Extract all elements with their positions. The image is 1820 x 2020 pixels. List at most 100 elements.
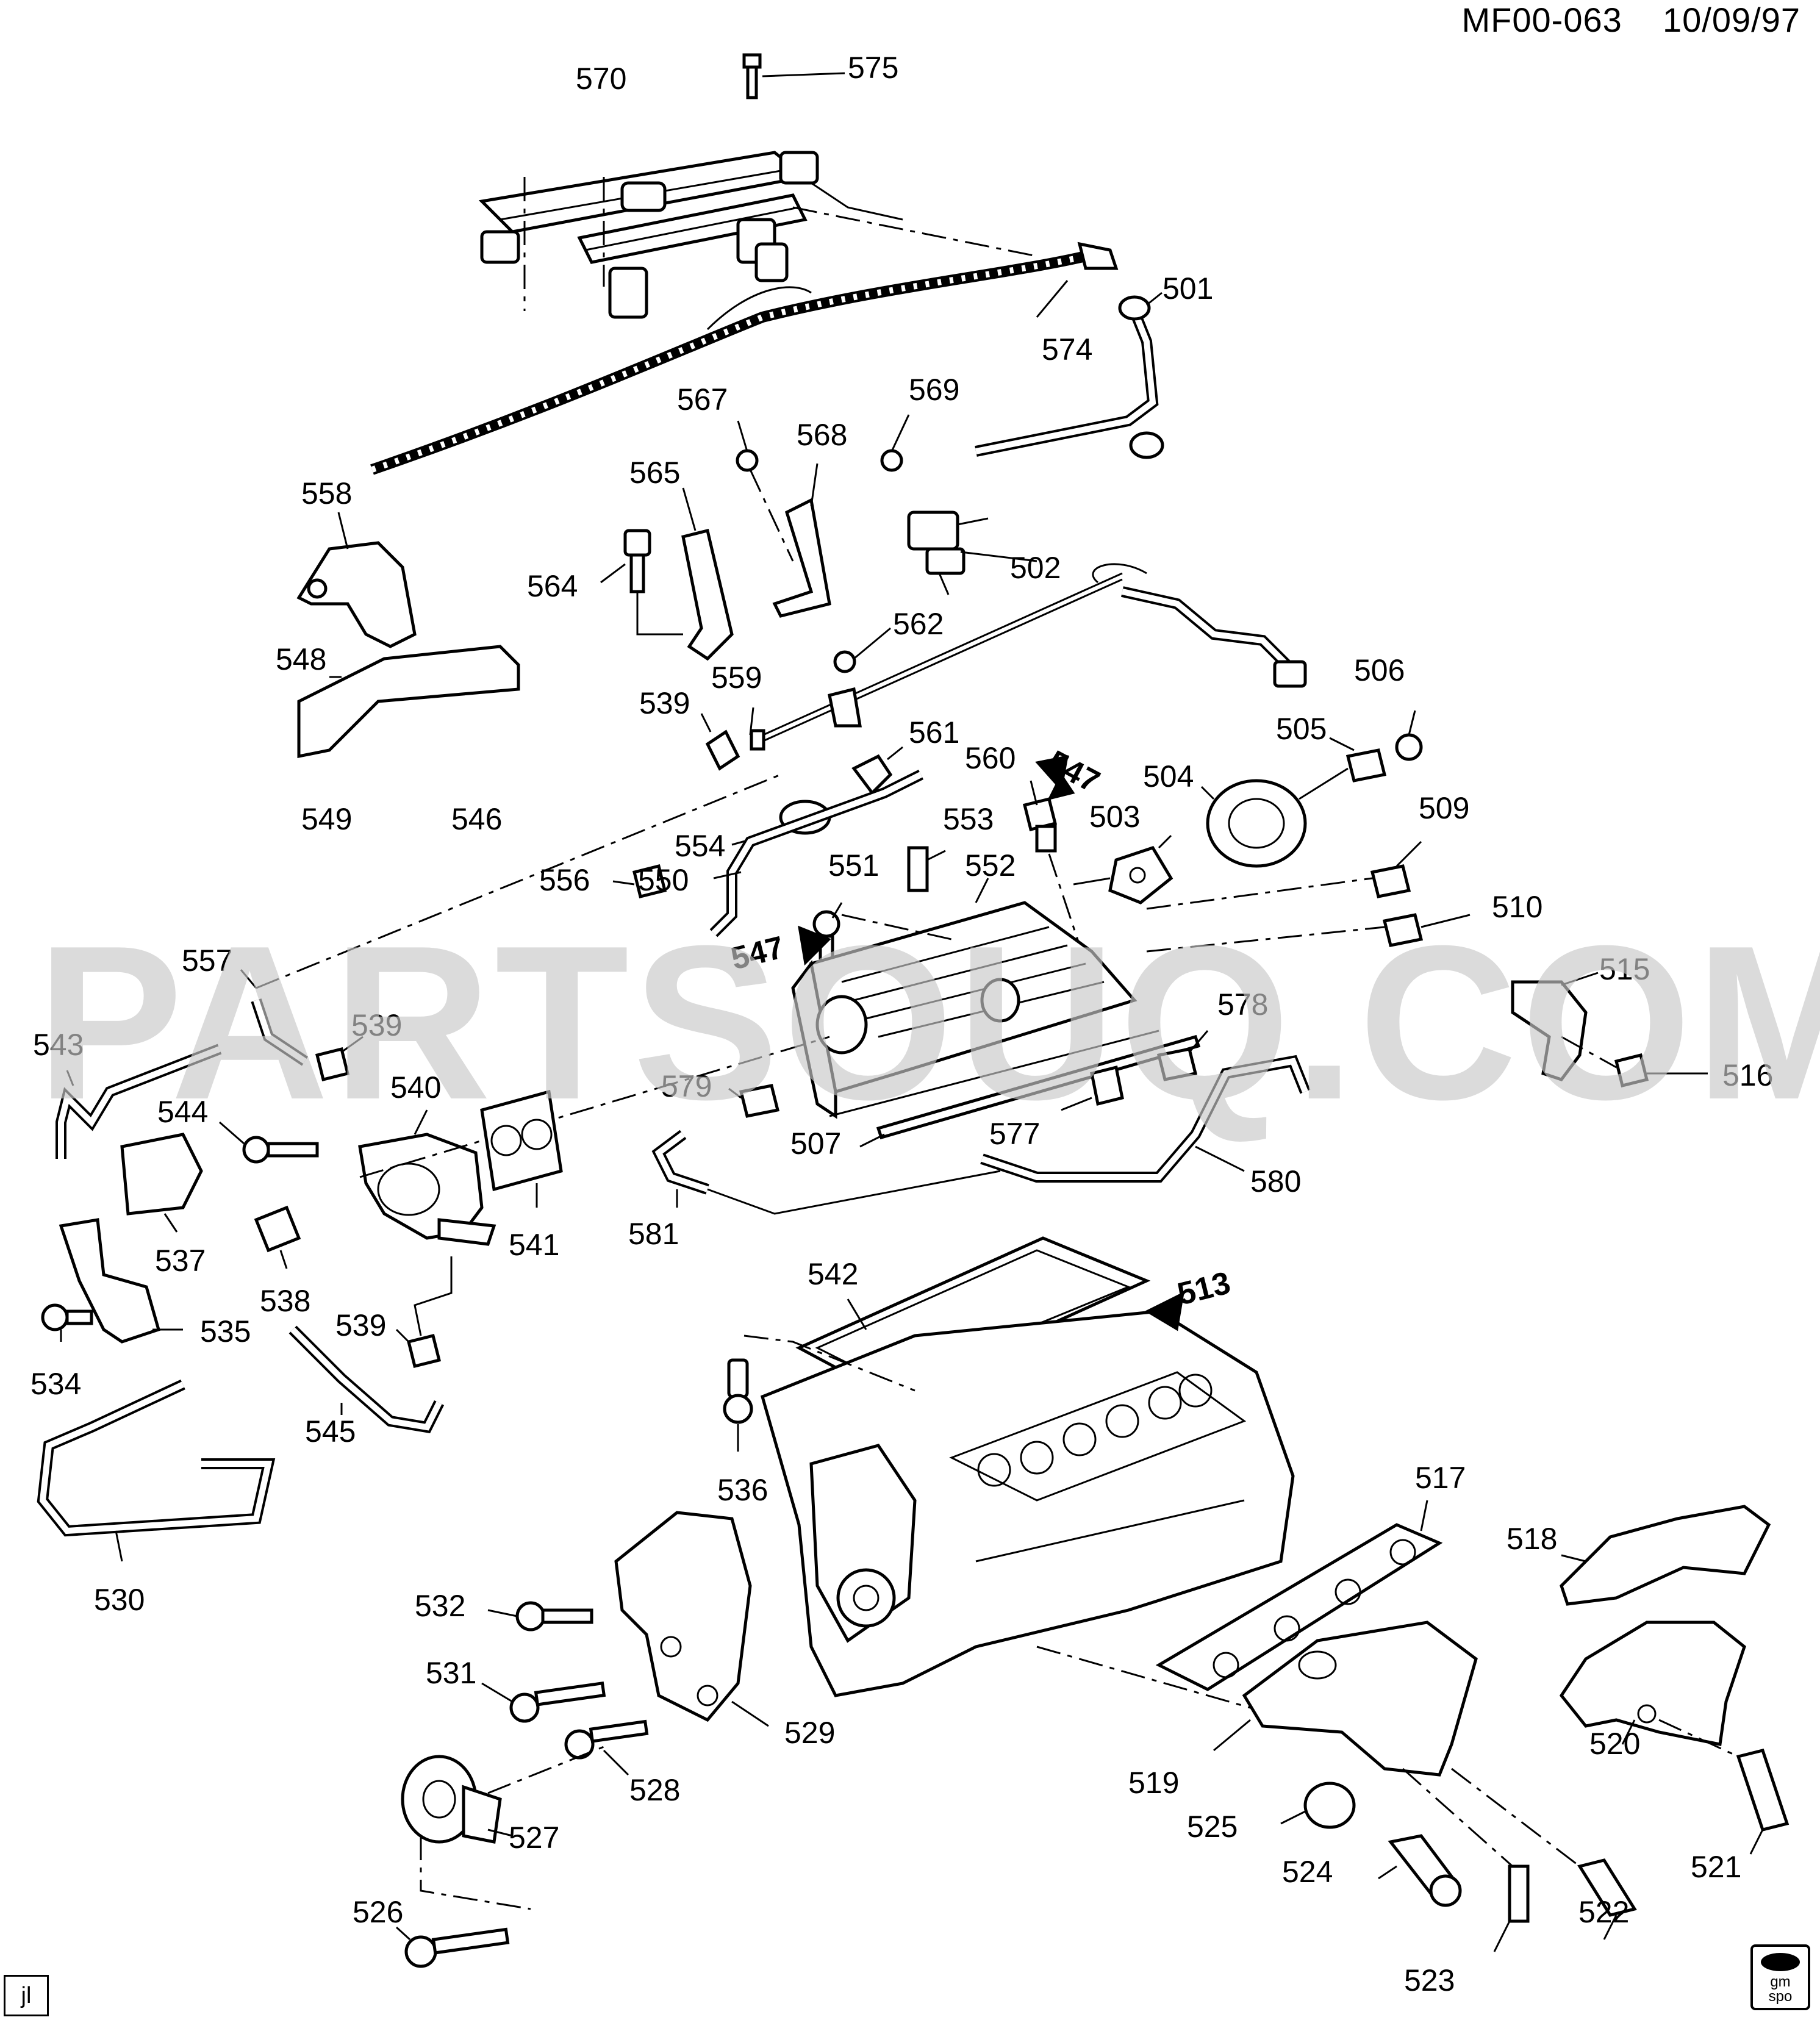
fitting-509[interactable] (1146, 840, 1422, 910)
callout-548: 548 (276, 642, 326, 676)
clip-539-top[interactable] (700, 713, 740, 771)
bolt-575[interactable] (742, 53, 845, 99)
spacer-525[interactable] (1280, 1782, 1356, 1829)
vacuum-hose-550[interactable] (709, 769, 924, 937)
bracket-529[interactable] (614, 1511, 769, 1727)
sensor-harness-right[interactable] (1092, 563, 1307, 688)
clip-577[interactable] (1061, 1065, 1124, 1111)
callout-510: 510 (1492, 890, 1542, 924)
heat-shield-520[interactable] (1559, 1621, 1746, 1746)
callout-560: 560 (965, 741, 1016, 775)
callout-529: 529 (784, 1716, 835, 1750)
callout-574: 574 (1042, 332, 1092, 367)
throttle-body-540[interactable] (358, 1036, 830, 1246)
sensor-578[interactable] (1156, 1030, 1209, 1081)
callout-567: 567 (677, 382, 728, 417)
bracket-515[interactable] (1511, 972, 1599, 1081)
callout-578: 578 (1217, 987, 1268, 1022)
wiring-harness-574[interactable] (370, 242, 1119, 475)
fitting-510[interactable] (1146, 913, 1471, 953)
bolt-531[interactable] (481, 1681, 606, 1723)
bracket-565[interactable] (681, 487, 734, 661)
clip-539-lower[interactable] (395, 1256, 453, 1369)
idler-pulley-527[interactable] (401, 1743, 611, 1910)
hose-557[interactable] (240, 773, 781, 1066)
hose-530[interactable] (37, 1379, 276, 1562)
actuator-504[interactable] (1200, 767, 1349, 868)
nut-506[interactable] (1395, 710, 1423, 761)
gasket-541[interactable] (480, 1089, 563, 1208)
stud-553[interactable] (907, 846, 946, 892)
callout-549: 549 (301, 802, 352, 836)
gasket-strip-507[interactable] (859, 1034, 1201, 1148)
callout-539-mid: 539 (351, 1008, 402, 1042)
bracket-568[interactable] (772, 463, 831, 618)
callout-543: 543 (33, 1028, 84, 1062)
nut-562[interactable] (828, 627, 891, 728)
callout-525: 525 (1187, 1810, 1238, 1844)
gasket-503[interactable] (1073, 834, 1173, 904)
stud-522[interactable] (1451, 1768, 1637, 1940)
callout-540: 540 (390, 1070, 441, 1105)
hose-581[interactable] (651, 1130, 1001, 1215)
bolt-532[interactable] (487, 1601, 593, 1631)
fitting-579[interactable] (728, 1084, 780, 1118)
heat-shield-548[interactable] (297, 645, 520, 759)
heat-shield-518[interactable] (1560, 1505, 1771, 1606)
callout-539-lower: 539 (335, 1308, 386, 1342)
callout-532: 532 (415, 1589, 465, 1623)
callout-509: 509 (1419, 791, 1469, 825)
stud-505[interactable] (1329, 737, 1387, 783)
callout-581: 581 (628, 1217, 679, 1251)
callout-561: 561 (909, 715, 959, 750)
sensor-lead-543[interactable] (56, 1044, 222, 1159)
cap-556[interactable] (612, 864, 667, 899)
stud-523[interactable] (1402, 1768, 1530, 1952)
bolt-516[interactable] (1561, 1036, 1708, 1088)
ref-label-513: 513 (1174, 1265, 1234, 1312)
callout-551: 551 (828, 848, 879, 883)
engine-block[interactable] (743, 1309, 1295, 1697)
callout-557: 557 (182, 944, 232, 978)
rod-559[interactable] (749, 572, 1123, 751)
solenoid-502[interactable] (907, 510, 1037, 595)
ref-arrow-513 (1144, 1291, 1184, 1331)
callout-504: 504 (1143, 759, 1194, 793)
bolt-528[interactable] (564, 1719, 649, 1776)
callout-505: 505 (1276, 712, 1327, 746)
callout-518: 518 (1507, 1522, 1557, 1556)
gm-spo-logo: gm spo (1750, 1944, 1810, 2010)
callout-503: 503 (1089, 800, 1140, 834)
cover-558[interactable] (296, 512, 417, 648)
callout-554: 554 (675, 829, 725, 863)
fuel-rail-assembly[interactable] (478, 151, 1037, 319)
callout-516: 516 (1722, 1058, 1773, 1092)
clip-539-mid[interactable] (315, 1036, 364, 1082)
clip-538[interactable] (254, 1205, 301, 1269)
bolt-544[interactable] (219, 1121, 319, 1164)
intake-manifold-552[interactable] (791, 878, 1159, 1119)
nut-567[interactable] (736, 420, 794, 562)
exhaust-gasket-517[interactable] (1155, 1500, 1443, 1691)
bolt-524[interactable] (1378, 1834, 1462, 1907)
hose-580[interactable] (980, 1055, 1311, 1183)
hose-545[interactable] (288, 1325, 445, 1433)
bracket-535[interactable] (59, 1218, 183, 1344)
callout-553: 553 (943, 802, 994, 836)
bolt-564[interactable] (600, 529, 683, 636)
exhaust-manifold-519[interactable] (1036, 1621, 1478, 1777)
nut-569[interactable] (880, 414, 910, 472)
vacuum-tube-501[interactable] (975, 292, 1164, 459)
sensor-560[interactable] (1022, 780, 1093, 983)
relay-537[interactable] (120, 1133, 203, 1233)
callout-568: 568 (797, 418, 847, 452)
callout-546: 546 (451, 802, 502, 836)
callout-520: 520 (1589, 1727, 1640, 1761)
bolt-536[interactable] (723, 1358, 753, 1452)
bolt-534[interactable] (41, 1303, 93, 1342)
stud-521[interactable] (1658, 1719, 1790, 1855)
callout-562: 562 (893, 607, 944, 641)
bolt-526[interactable] (395, 1926, 510, 1968)
fitting-561[interactable] (851, 746, 903, 795)
